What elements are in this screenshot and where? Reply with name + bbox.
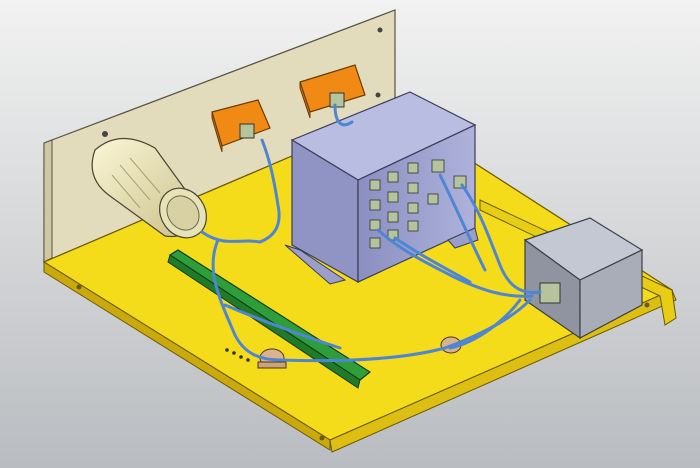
relay-right bbox=[299, 64, 366, 119]
connector-icon bbox=[329, 92, 345, 108]
mount-hole bbox=[377, 27, 383, 33]
relay-left bbox=[211, 99, 271, 153]
cylinder-component-icon bbox=[91, 137, 207, 239]
mount-hole bbox=[102, 131, 108, 137]
transformer-icon bbox=[523, 217, 644, 340]
wire-harness bbox=[200, 103, 542, 363]
mount-hole bbox=[76, 284, 82, 290]
box-housing bbox=[284, 91, 479, 285]
connector-icon bbox=[539, 282, 561, 304]
mount-hole bbox=[319, 435, 325, 441]
connector-grid bbox=[369, 159, 467, 249]
mount-hole bbox=[644, 302, 650, 308]
cable-clamp-icon bbox=[257, 348, 287, 369]
mount-hole bbox=[375, 92, 381, 98]
connector-icon bbox=[239, 123, 255, 139]
